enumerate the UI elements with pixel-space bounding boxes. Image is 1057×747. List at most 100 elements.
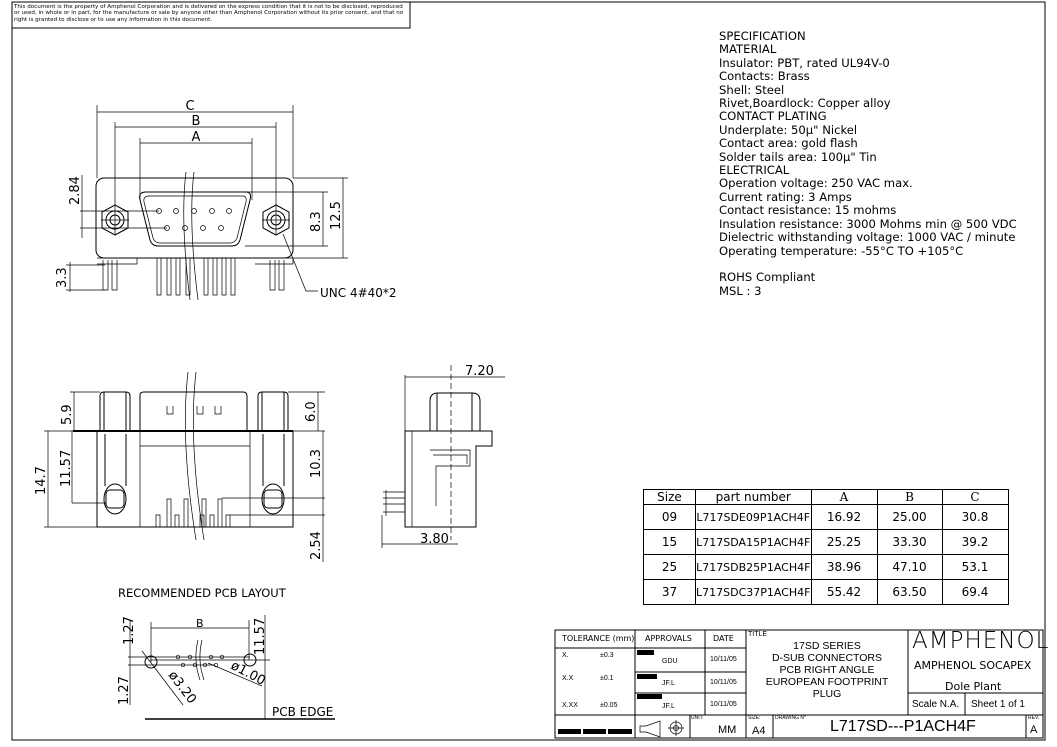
spec-line: ELECTRICAL: [719, 163, 790, 178]
side-view: 5.9 14.7 11.57 6.0 10.3 2.54: [34, 371, 325, 562]
side-dimension-lines: [44, 391, 325, 562]
spec-line: Insulator: PBT, rated UL94V-0: [719, 55, 890, 70]
pin-holes: [156, 208, 232, 231]
dim-2-54-label: 2.54: [309, 531, 324, 560]
confidentiality-notice: This document is the property of Ampheno…: [14, 4, 404, 23]
spec-line: [719, 258, 1017, 271]
company-name: AMPHENOL SOCAPEX: [914, 659, 1032, 672]
col-header: C: [941, 489, 1009, 505]
pcb-dim-b-label: B: [196, 617, 204, 630]
col-header: part number: [695, 489, 812, 505]
screw-left-side: [99, 391, 131, 431]
dim-3-3-label: 3.3: [55, 267, 70, 288]
front-view: C B A 2.84 8.3 12.5 3.3 UNC 4#40*2: [55, 99, 397, 301]
spec-line: Underplate: 50µ" Nickel: [719, 122, 858, 137]
rev-value: A: [1030, 724, 1038, 736]
title-line: EUROPEAN FOOTPRINT: [765, 676, 889, 688]
d-shell: [139, 191, 251, 247]
sheet-frame: [11, 1, 1046, 741]
dim-10-3-label: 10.3: [309, 449, 324, 478]
plant-name: Dole Plant: [945, 680, 1002, 693]
break-line: [183, 171, 199, 301]
cell-size: 37: [643, 579, 696, 605]
spec-line: Contact area: gold flash: [719, 136, 858, 151]
drawing-title: 17SD SERIES D-SUB CONNECTORS PCB RIGHT A…: [746, 640, 908, 700]
dim-c-label: C: [185, 99, 194, 114]
rev-label: REV.: [1028, 715, 1040, 721]
screw-right-side: [257, 391, 289, 431]
screw-right-icon: [262, 204, 290, 236]
cell-b: 47.10: [876, 554, 943, 580]
connector-body: [95, 177, 294, 259]
title-label: TITLE: [748, 631, 768, 638]
col-header: Size: [643, 489, 696, 505]
tolerance-header: TOLERANCE (mm): [562, 634, 635, 643]
dimension-lines: [66, 105, 348, 292]
spec-line: SPECIFICATION: [719, 29, 806, 43]
spec-line: Current rating: 3 Amps: [719, 189, 852, 204]
tolerance-format: X.X: [562, 675, 574, 682]
title-line: D-SUB CONNECTORS: [771, 652, 883, 664]
pcb-edge-label: PCB EDGE: [272, 705, 333, 719]
tolerance-value: ±0.1: [600, 675, 614, 682]
dim-8-3-label: 8.3: [309, 211, 324, 232]
spec-line: Contacts: Brass: [719, 69, 810, 84]
dim-a-label: A: [192, 130, 201, 145]
projection-symbol-icon: [639, 720, 684, 738]
drawing-number: L717SD---P1ACH4F: [830, 718, 976, 735]
spec-line: MSL : 3: [719, 283, 762, 298]
solder-pins: [97, 257, 294, 296]
pcb-dim-1-27-top: 1.27: [122, 616, 137, 645]
unit-label: UNIT:: [691, 715, 704, 721]
cell-b: 25.00: [876, 504, 943, 530]
cell-a: 16.92: [810, 504, 878, 530]
spec-line: ROHS Compliant: [719, 270, 816, 285]
tolerance-value: ±0.05: [600, 702, 618, 709]
cell-a: 55.42: [810, 579, 878, 605]
cell-part-number: L717SDA15P1ACH4F: [695, 529, 812, 555]
col-header: A: [810, 489, 878, 505]
cell-b: 63.50: [876, 579, 943, 605]
cell-part-number: L717SDB25P1ACH4F: [695, 554, 812, 580]
title-block-grid: [554, 629, 1044, 739]
pcb-dim-hole-1-00: ø1.00: [228, 658, 268, 689]
spec-line: Dielectric withstanding voltage: 1000 VA…: [719, 230, 1016, 245]
drawing-number-label: DRAWING N°: [775, 715, 806, 721]
size-label: SIZE:: [748, 715, 761, 721]
cell-c: 39.2: [941, 529, 1009, 555]
tolerance-value: ±0.3: [600, 652, 614, 659]
dim-6-0-label: 6.0: [304, 401, 319, 422]
spec-line: Operating temperature: -55°C TO +105°C: [719, 243, 964, 258]
approval-signature-bars: [558, 650, 662, 734]
cell-part-number: L717SDC37P1ACH4F: [695, 579, 812, 605]
dim-12-5-label: 12.5: [329, 201, 344, 230]
spec-line: CONTACT PLATING: [719, 109, 827, 124]
title-line: PLUG: [812, 688, 842, 700]
pcb-layout-title: RECOMMENDED PCB LAYOUT: [118, 586, 287, 600]
cell-size: 25: [643, 554, 696, 580]
screw-left-icon: [101, 204, 129, 236]
col-header: B: [876, 489, 943, 505]
date-header: DATE: [713, 634, 734, 643]
pcb-dim-1-27-bottom: 1.27: [117, 676, 132, 705]
dim-2-84-label: 2.84: [68, 176, 83, 205]
dim-14-7-label: 14.7: [34, 466, 49, 495]
sheet-number: Sheet 1 of 1: [971, 699, 1025, 710]
specification-block: SPECIFICATION MATERIAL Insulator: PBT, r…: [719, 29, 1017, 298]
spec-line: Operation voltage: 250 VAC max.: [719, 176, 913, 191]
spec-line: Insulation resistance: 3000 Mohms min @ …: [719, 216, 1017, 231]
title-line: PCB RIGHT ANGLE: [779, 664, 875, 676]
approval-date: 10/11/05: [710, 679, 737, 686]
approver-name: JF.L: [662, 680, 675, 687]
title-line: 17SD SERIES: [793, 640, 861, 652]
dim-11-57-label: 11.57: [59, 450, 74, 487]
amphenol-logo: AMPHENOL: [912, 628, 1050, 654]
thread-callout: UNC 4#40*2: [320, 286, 397, 300]
approvals-header: APPROVALS: [645, 634, 692, 643]
